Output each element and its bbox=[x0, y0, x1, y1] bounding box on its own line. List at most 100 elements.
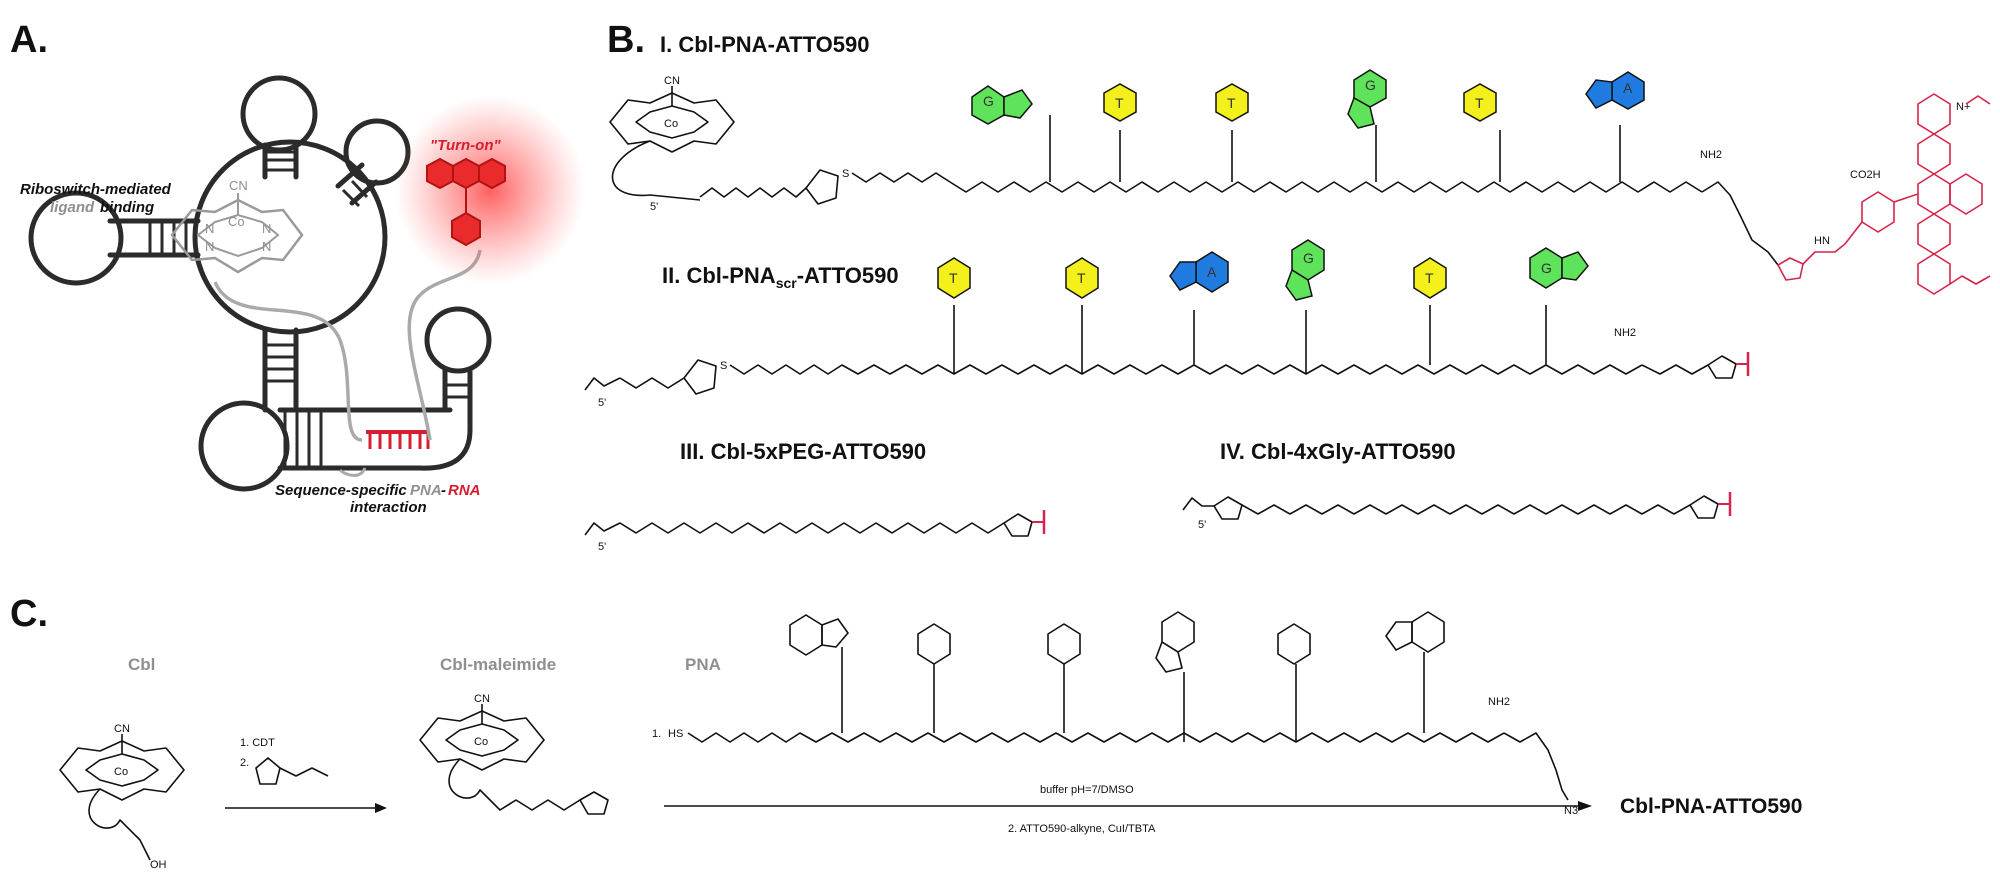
hs-label: HS bbox=[668, 728, 683, 740]
svg-text:Co: Co bbox=[664, 118, 678, 130]
reagent-step-1: 1. CDT bbox=[240, 737, 275, 749]
nucleobase-sequence-c bbox=[789, 611, 1445, 742]
left-hairpin-loop bbox=[28, 190, 124, 286]
species-label-pna: PNA bbox=[685, 655, 721, 674]
anchor-ii bbox=[584, 377, 621, 391]
base-letter: A bbox=[1207, 264, 1217, 280]
construct-title-4: IV. Cbl-4xGly-ATTO590 bbox=[1220, 439, 1456, 464]
sulfur-atom-i: S bbox=[842, 168, 849, 180]
n-atom-label: N bbox=[262, 239, 271, 254]
reagent-step-2: 2. bbox=[240, 757, 249, 769]
atto590-dye-structure: HN CO2H N+ bbox=[1777, 93, 1991, 295]
base-letter: T bbox=[1227, 95, 1236, 111]
turn-on-label: "Turn-on" bbox=[430, 137, 501, 154]
caption-interaction: interaction bbox=[350, 499, 427, 516]
n-atom-label: N bbox=[262, 221, 271, 236]
pna-tether bbox=[213, 281, 363, 442]
base-letter: T bbox=[1425, 270, 1434, 286]
caption-ligand: ligand bbox=[50, 199, 95, 216]
fluorescence-glow bbox=[395, 95, 585, 285]
base-letter: A bbox=[1623, 80, 1633, 96]
construct-title-2: II. Cbl-PNAscr-ATTO590 bbox=[662, 263, 899, 291]
cobalamin-structure-c1: CN Co OH bbox=[59, 723, 185, 871]
maleimide-ring-i bbox=[805, 169, 839, 205]
nucleobase-i-2: T bbox=[1103, 83, 1137, 182]
svg-text:Co: Co bbox=[474, 736, 488, 748]
pna-backbone-i bbox=[949, 181, 1703, 193]
caption-rna: RNA bbox=[448, 482, 481, 499]
aminoethylmaleimide-icon bbox=[255, 757, 281, 785]
five-prime-label: 5' bbox=[1198, 519, 1206, 531]
riboswitch-schematic: Co CN N N N N "Turn-on" Riboswitch-media… bbox=[20, 75, 585, 516]
caption-dash: - bbox=[441, 482, 446, 499]
pna-backbone-c bbox=[687, 732, 1505, 743]
bottom-right-hairpin-loop bbox=[424, 306, 492, 374]
cn-atom-label: CN bbox=[229, 178, 248, 193]
backbone-i-linker bbox=[699, 187, 807, 198]
riboswitch-core-loop bbox=[192, 139, 388, 335]
construct-titles: I. Cbl-PNA-ATTO590 II. Cbl-PNAscr-ATTO59… bbox=[660, 32, 1456, 464]
species-label-cbl: Cbl bbox=[128, 655, 155, 674]
five-prime-label: 5' bbox=[650, 201, 658, 213]
maleimide-ring-ii bbox=[683, 359, 717, 395]
nucleobase-i-5: T bbox=[1463, 83, 1501, 182]
n3-label: N3 bbox=[1564, 805, 1578, 817]
base-letter: T bbox=[1077, 270, 1086, 286]
nucleobase-ii-3: A bbox=[1169, 251, 1229, 365]
base-letter: G bbox=[1365, 77, 1376, 93]
panel-label-a: A. bbox=[10, 19, 48, 61]
nucleobase-ii-5: T bbox=[1413, 257, 1447, 365]
svg-text:Co: Co bbox=[114, 766, 128, 778]
bottom-left-loop bbox=[198, 400, 290, 492]
reaction-conditions-top: buffer pH=7/DMSO bbox=[1040, 784, 1134, 796]
nucleobase-sequence-i: G T T G T A bbox=[971, 69, 1645, 182]
nh2-label-i: NH2 bbox=[1700, 149, 1722, 161]
nucleobase-ii-4: G bbox=[1285, 239, 1325, 374]
caption-sequence-specific: Sequence-specific bbox=[275, 482, 407, 499]
product-label: Cbl-PNA-ATTO590 bbox=[1620, 795, 1802, 818]
step-label-1: 1. bbox=[652, 728, 661, 740]
svg-text:CN: CN bbox=[664, 75, 680, 87]
cobalamin-ligand-icon: Co CN N N N N bbox=[170, 178, 304, 274]
nucleobase-ii-6: G bbox=[1529, 247, 1589, 365]
cobalamin-structure-c2: CN Co bbox=[419, 693, 609, 815]
nh2-label-c: NH2 bbox=[1488, 696, 1510, 708]
base-letter: T bbox=[1115, 95, 1124, 111]
nucleobase-ii-2: T bbox=[1065, 257, 1099, 374]
five-prime-label: 5' bbox=[598, 541, 606, 553]
construct-title-1: I. Cbl-PNA-ATTO590 bbox=[660, 32, 869, 57]
panel-label-b: B. bbox=[607, 19, 645, 61]
dye-fluorophore-icon bbox=[426, 157, 506, 247]
base-letter: G bbox=[983, 93, 994, 109]
caption-pna: PNA bbox=[410, 482, 442, 499]
oh-label: OH bbox=[150, 859, 167, 871]
cobalamin-structure-i: CN Co 5' bbox=[609, 75, 735, 213]
co2h-label: CO2H bbox=[1850, 169, 1881, 181]
co-atom-label: Co bbox=[228, 214, 245, 229]
nh2-label-ii: NH2 bbox=[1614, 327, 1636, 339]
base-letter: T bbox=[1475, 95, 1484, 111]
nucleobase-sequence-ii: T T A G T G bbox=[937, 239, 1589, 374]
construct-iii-structure: 5' bbox=[584, 510, 1046, 553]
sulfur-atom-ii: S bbox=[720, 360, 727, 372]
maleimide-ring-c bbox=[579, 791, 609, 815]
reaction-conditions-bottom: 2. ATTO590-alkyne, CuI/TBTA bbox=[1008, 823, 1156, 835]
svg-text:CN: CN bbox=[474, 693, 490, 705]
base-letter: G bbox=[1541, 260, 1552, 276]
base-letter: T bbox=[949, 270, 958, 286]
base-letter: G bbox=[1303, 250, 1314, 266]
caption-binding: binding bbox=[100, 199, 154, 216]
construct-title-3: III. Cbl-5xPEG-ATTO590 bbox=[680, 439, 926, 464]
hn-label: HN bbox=[1814, 235, 1830, 247]
nucleobase-i-3: T bbox=[1215, 83, 1249, 182]
n-atom-label: N bbox=[205, 239, 214, 254]
nucleobase-i-6: A bbox=[1585, 71, 1645, 182]
construct-iv-structure: 5' bbox=[1182, 492, 1732, 531]
top-hairpin-loop bbox=[240, 75, 318, 153]
nucleobase-i-4: G bbox=[1347, 69, 1387, 182]
svg-text:CN: CN bbox=[114, 723, 130, 735]
pna-backbone-ii bbox=[729, 364, 1643, 375]
caption-riboswitch: Riboswitch-mediated bbox=[20, 181, 172, 198]
n-atom-label: N bbox=[205, 221, 214, 236]
